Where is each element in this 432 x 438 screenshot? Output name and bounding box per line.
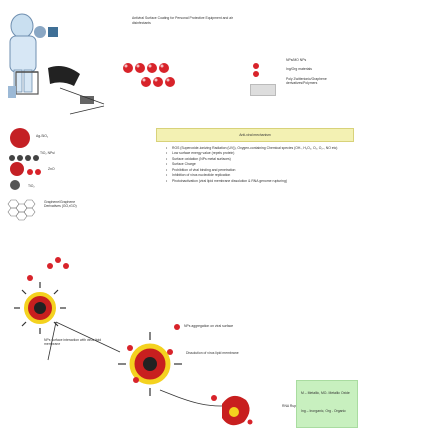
- virus-3: [211, 395, 253, 426]
- mechanism-title: Anti-viral mechanism: [239, 133, 271, 137]
- ppe-illustration: [4, 6, 114, 126]
- mechanism-item: ROS (Superoxide-ionizing Radiation (UV))…: [166, 146, 354, 151]
- label-polymers: Poly Zwitterionic/Graphene derivatives/P…: [286, 77, 327, 86]
- legend-box: M – Metallic, MO- Metallic Oxide Ing – I…: [296, 380, 358, 428]
- label-aggregation: NPs aggregation on viral surface: [184, 324, 234, 328]
- mechanism-banner: Anti-viral mechanism: [156, 128, 354, 142]
- tio2-particle: [10, 180, 20, 190]
- polymer-swatch: [250, 84, 276, 96]
- legend-line-2: Ing – Inorganic, Org - Organic: [301, 409, 346, 413]
- particle-cluster-small: [250, 60, 280, 80]
- mechanism-list-container: ROS (Superoxide-ionizing Radiation (UV))…: [164, 146, 354, 184]
- header-subtitle: disinfectants: [132, 21, 151, 25]
- label-np-mmo: NPs/MO NPs: [286, 58, 307, 62]
- virus-1: [14, 282, 66, 334]
- ag-sio2-particle: [10, 128, 30, 148]
- graphene-icon: [6, 198, 40, 226]
- mechanism-item: Prohibition of viral binding and penetra…: [166, 168, 354, 173]
- mechanism-item: Low surface energy value (repels protein…: [166, 151, 354, 156]
- virus-2: [118, 332, 182, 396]
- mechanism-item: Surface oxidation (NPs metal surfaces): [166, 157, 354, 162]
- label-zno-cu: ZnO: [48, 167, 55, 171]
- zno-dots: [26, 164, 46, 175]
- label-graphene: Graphene/Graphene Derivatives (GO,rGO): [44, 200, 77, 209]
- label-interaction: NPs surface interaction with virus lipid…: [44, 338, 102, 347]
- label-rna: RNA Rupturing: [282, 404, 305, 408]
- virus-illustrations: [0, 252, 300, 432]
- label-tio2: TiO₂: [28, 184, 35, 188]
- mechanism-item: Inhibition of virus nucleotide replicati…: [166, 173, 354, 178]
- label-tio2-nanorod: TiO₂ NPs/: [40, 151, 55, 155]
- particle-cluster-large: [118, 56, 268, 106]
- label-dissolution: Dissolution of virus lipid membrane: [186, 351, 239, 355]
- mechanism-item: Photoinactivation (viral lipid membrane …: [166, 179, 354, 184]
- nanorod-row: [8, 150, 48, 161]
- aggregation-dot: [174, 324, 180, 330]
- label-ag-sio2: Ag-SiO₂: [36, 134, 49, 138]
- mechanism-item: Surface Charge: [166, 162, 354, 167]
- header-title: Antiviral Surface Coating for Personal P…: [132, 16, 234, 20]
- zno-particle: [10, 162, 24, 176]
- label-ing-org: Ing/Org materials: [286, 67, 313, 71]
- legend-line-1: M – Metallic, MO- Metallic Oxide: [301, 391, 350, 395]
- mechanism-list: ROS (Superoxide-ionizing Radiation (UV))…: [164, 146, 354, 184]
